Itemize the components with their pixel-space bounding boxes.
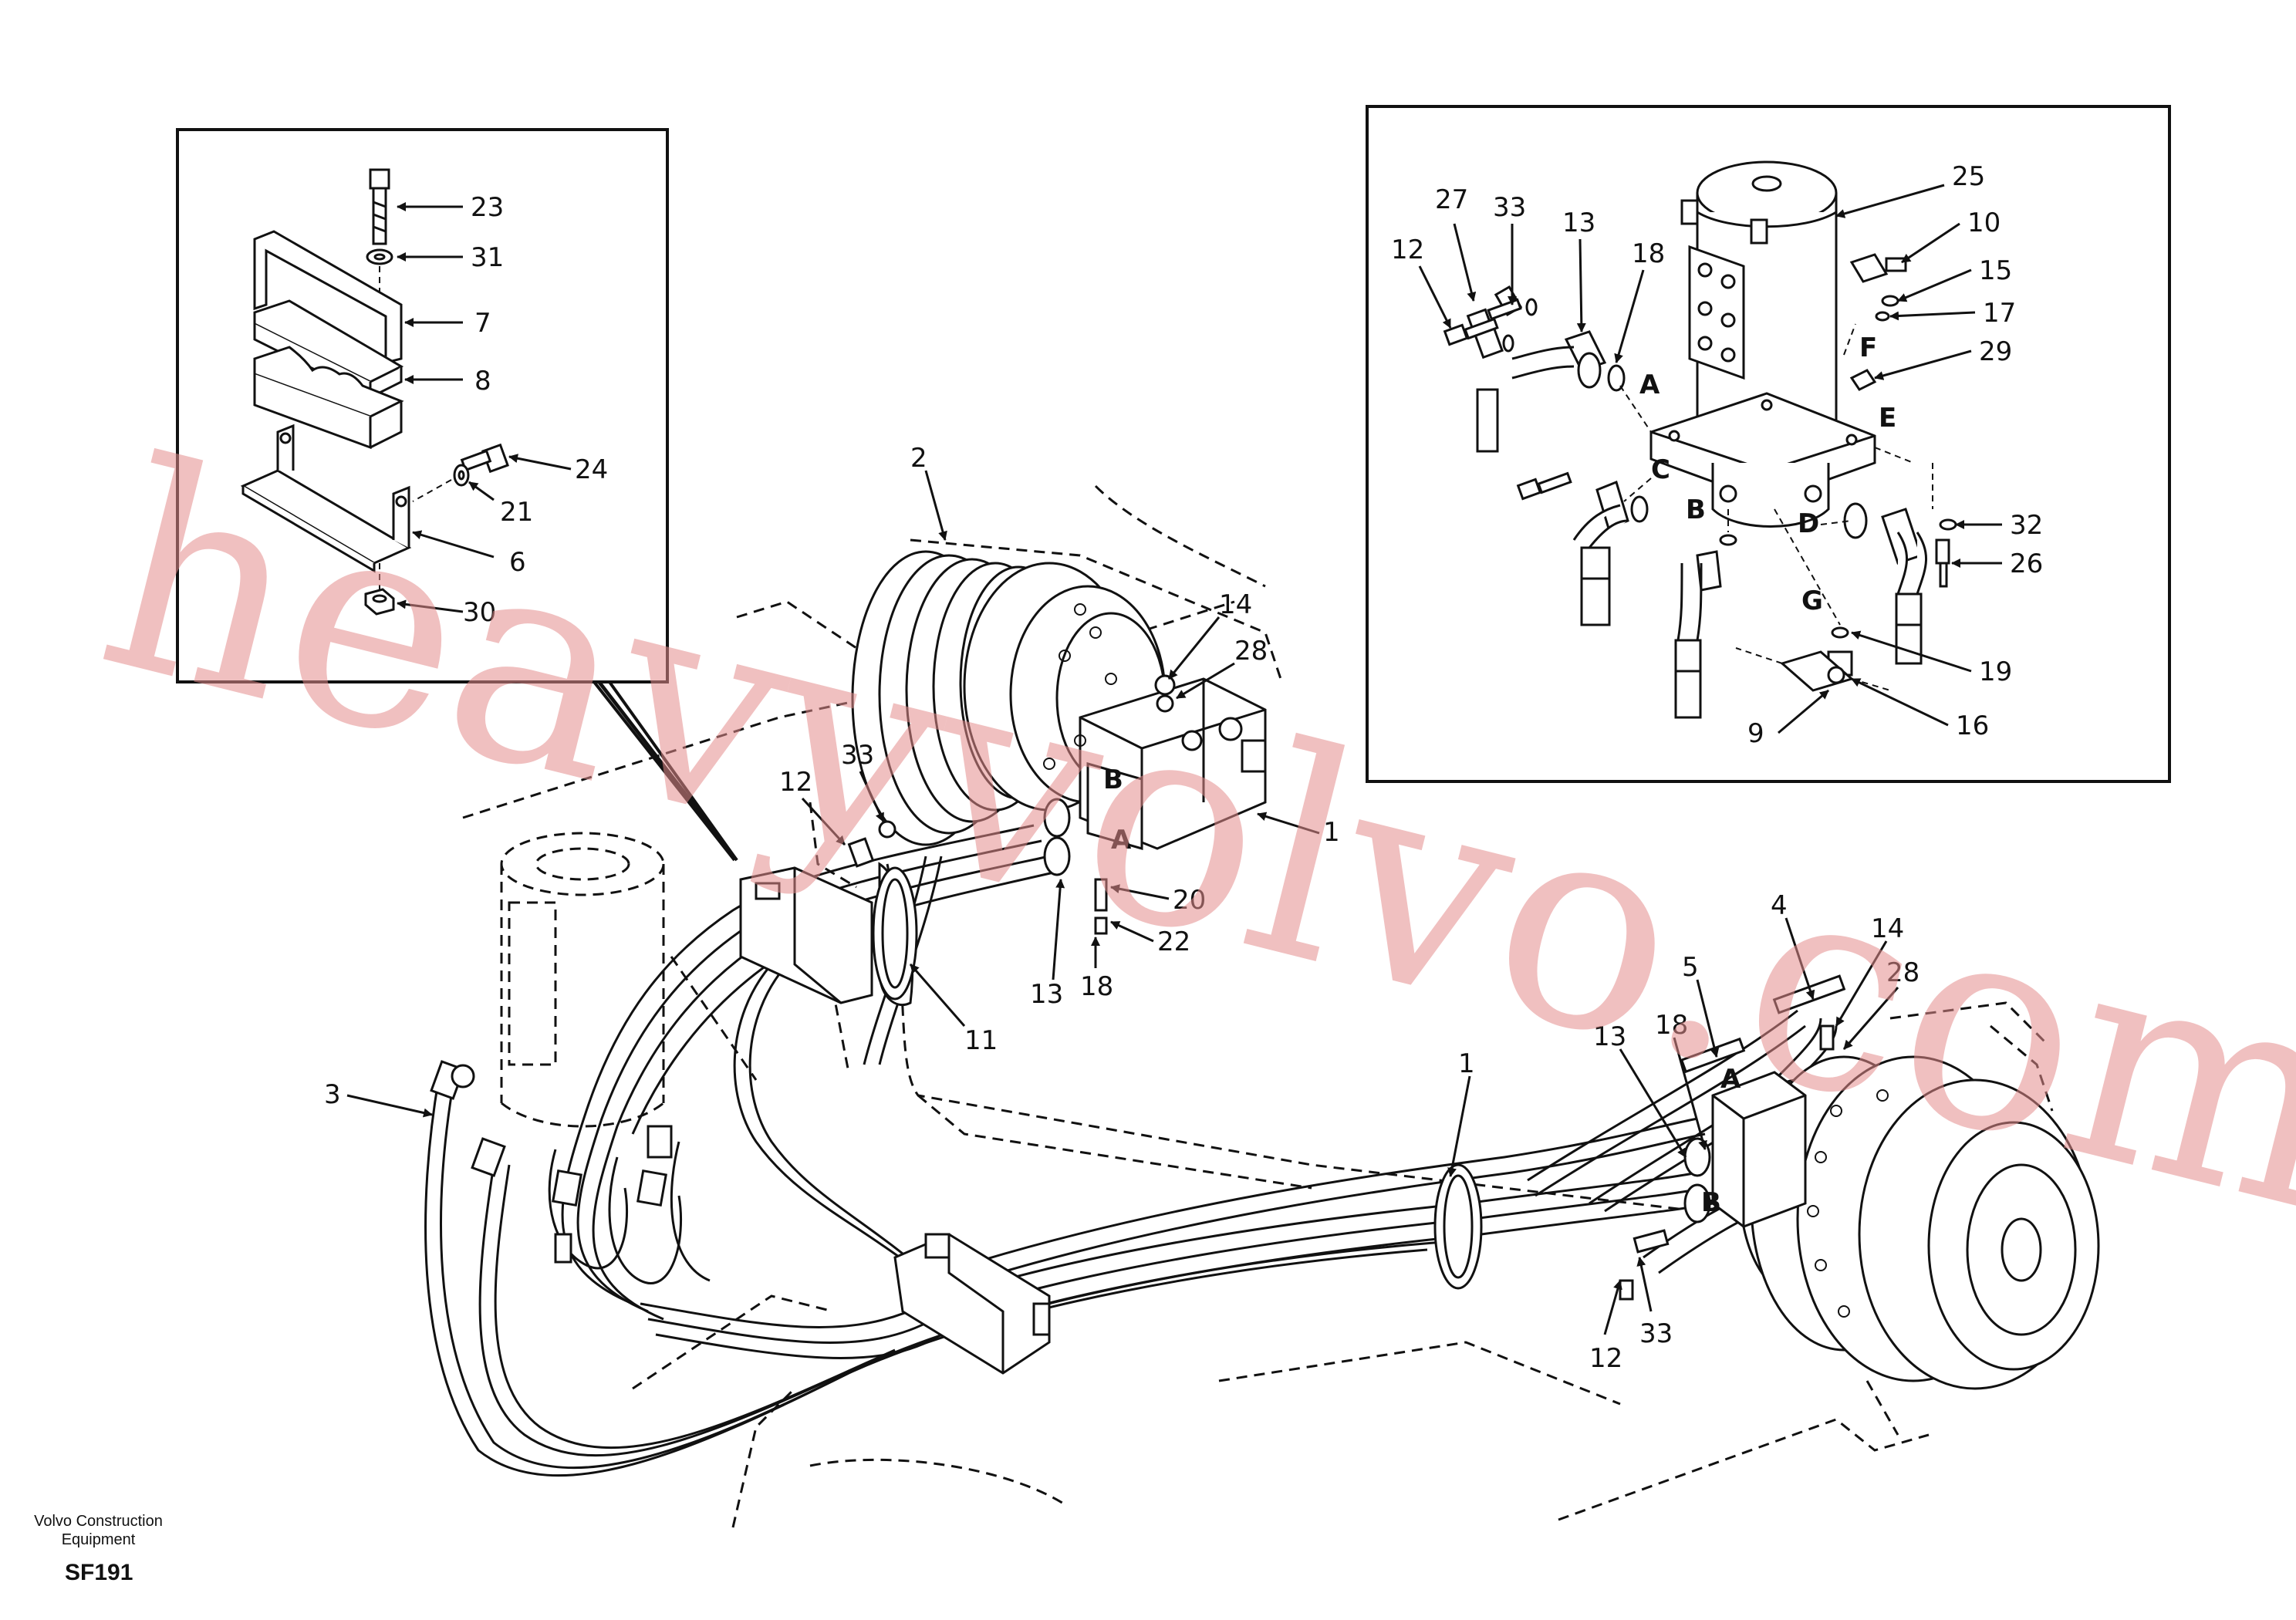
callout-main-4: 4 xyxy=(1771,890,1788,921)
inset-callout-12: 12 xyxy=(1391,235,1424,265)
base-plate-part-6 xyxy=(240,424,412,573)
callout-30: 30 xyxy=(463,597,496,628)
inset-callout-13: 13 xyxy=(1562,208,1595,238)
inset-fittings-right xyxy=(1779,253,1957,692)
inset-callout-18: 18 xyxy=(1632,238,1665,269)
callout-main-5: 5 xyxy=(1682,952,1699,983)
fittings-rotary xyxy=(430,1060,673,1264)
callout-main-14a: 14 xyxy=(1219,589,1252,620)
callout-main-22: 22 xyxy=(1157,926,1190,957)
motor-left-bolt-holes xyxy=(1043,603,1117,770)
inset-callout-32: 32 xyxy=(2010,510,2043,541)
company-caption-line2: Equipment xyxy=(61,1531,136,1548)
port-A-label: A xyxy=(1639,370,1660,400)
port-F-label: F xyxy=(1859,332,1877,363)
clamp-half-part-8 xyxy=(253,299,404,450)
port-E-label: E xyxy=(1879,403,1896,434)
callout-main-18a: 18 xyxy=(1080,971,1113,1002)
callout-main-2: 2 xyxy=(910,443,927,474)
inset-callout-25: 25 xyxy=(1952,161,1985,192)
callout-7: 7 xyxy=(474,308,491,339)
motor-left-port-A: A xyxy=(1111,825,1132,856)
callout-main-12a: 12 xyxy=(779,767,812,798)
callout-main-13b: 13 xyxy=(1593,1021,1626,1052)
inset-callout-17: 17 xyxy=(1983,298,2016,329)
rotary-joint-dashed xyxy=(500,832,758,1128)
clamp-block-left xyxy=(739,866,873,1004)
clamp-block-center xyxy=(893,1233,1051,1375)
callout-main-18b: 18 xyxy=(1655,1010,1688,1041)
fittings-left-motor xyxy=(847,674,1176,935)
callout-24: 24 xyxy=(575,454,608,485)
callout-main-1a: 1 xyxy=(1323,817,1340,848)
callout-main-1b: 1 xyxy=(1458,1048,1475,1079)
inset-callout-27: 27 xyxy=(1435,184,1468,215)
travel-motor-left xyxy=(851,550,1267,850)
inset-callout-9: 9 xyxy=(1747,718,1764,749)
port-B-label: B xyxy=(1686,494,1706,525)
inset-callout-19: 19 xyxy=(1979,656,2012,687)
main-callout-arrows xyxy=(346,470,1899,1335)
nut-part-30 xyxy=(364,588,395,616)
callout-main-28b: 28 xyxy=(1886,957,1920,988)
inset-callout-16: 16 xyxy=(1956,710,1989,741)
company-caption-line1: Volvo Construction xyxy=(34,1513,163,1530)
motor-left-port-B: B xyxy=(1103,764,1123,795)
callout-main-12b: 12 xyxy=(1589,1343,1622,1374)
bracket-part-7 xyxy=(253,230,403,364)
callout-main-28a: 28 xyxy=(1234,636,1268,667)
callout-main-3: 3 xyxy=(324,1079,341,1110)
callout-6: 6 xyxy=(509,547,526,578)
port-C-label: C xyxy=(1651,454,1670,485)
washer-part-21 xyxy=(453,464,470,487)
washer-part-31 xyxy=(366,248,393,265)
left-inset-panel: 23 31 7 8 24 21 6 30 xyxy=(176,128,738,862)
callout-main-33b: 33 xyxy=(1639,1318,1673,1349)
inset-callout-10: 10 xyxy=(1967,208,2001,238)
motor-right-port-A: A xyxy=(1720,1064,1741,1095)
hose-clamps xyxy=(872,862,1483,1290)
company-caption: Volvo Construction Equipment xyxy=(15,1512,181,1549)
callout-main-13a: 13 xyxy=(1030,979,1063,1010)
callout-31: 31 xyxy=(471,242,504,273)
motor-right-port-B: B xyxy=(1701,1187,1721,1218)
callout-21: 21 xyxy=(500,497,533,528)
motor-right-bolt-holes xyxy=(1807,1089,1889,1318)
inset-callout-15: 15 xyxy=(1979,255,2012,286)
bolt-part-23 xyxy=(369,168,390,245)
right-inset-panel: 27 33 13 18 12 25 10 15 17 29 32 26 19 1… xyxy=(1366,105,2171,783)
diagram-code: SF191 xyxy=(65,1560,133,1585)
callout-main-33a: 33 xyxy=(841,740,874,771)
callout-23: 23 xyxy=(471,192,504,223)
callout-8: 8 xyxy=(474,366,491,397)
port-G-label: G xyxy=(1801,586,1823,616)
travel-motor-right xyxy=(1711,1055,2100,1390)
callout-main-11: 11 xyxy=(964,1025,998,1056)
inset-callout-29: 29 xyxy=(1979,336,2012,367)
inset-fittings-left xyxy=(1443,285,1737,719)
main-callout-labels: 2 14 28 1 33 12 20 22 18 13 11 3 B A 4 1… xyxy=(324,443,1920,1374)
rotary-joint-part-25 xyxy=(1649,160,1876,528)
callout-main-20: 20 xyxy=(1173,885,1206,916)
port-D-label: D xyxy=(1798,508,1819,539)
bolt-part-24 xyxy=(460,443,509,474)
inset-callout-26: 26 xyxy=(2010,548,2043,579)
inset-callout-33: 33 xyxy=(1493,192,1526,223)
callout-main-14b: 14 xyxy=(1871,913,1904,944)
